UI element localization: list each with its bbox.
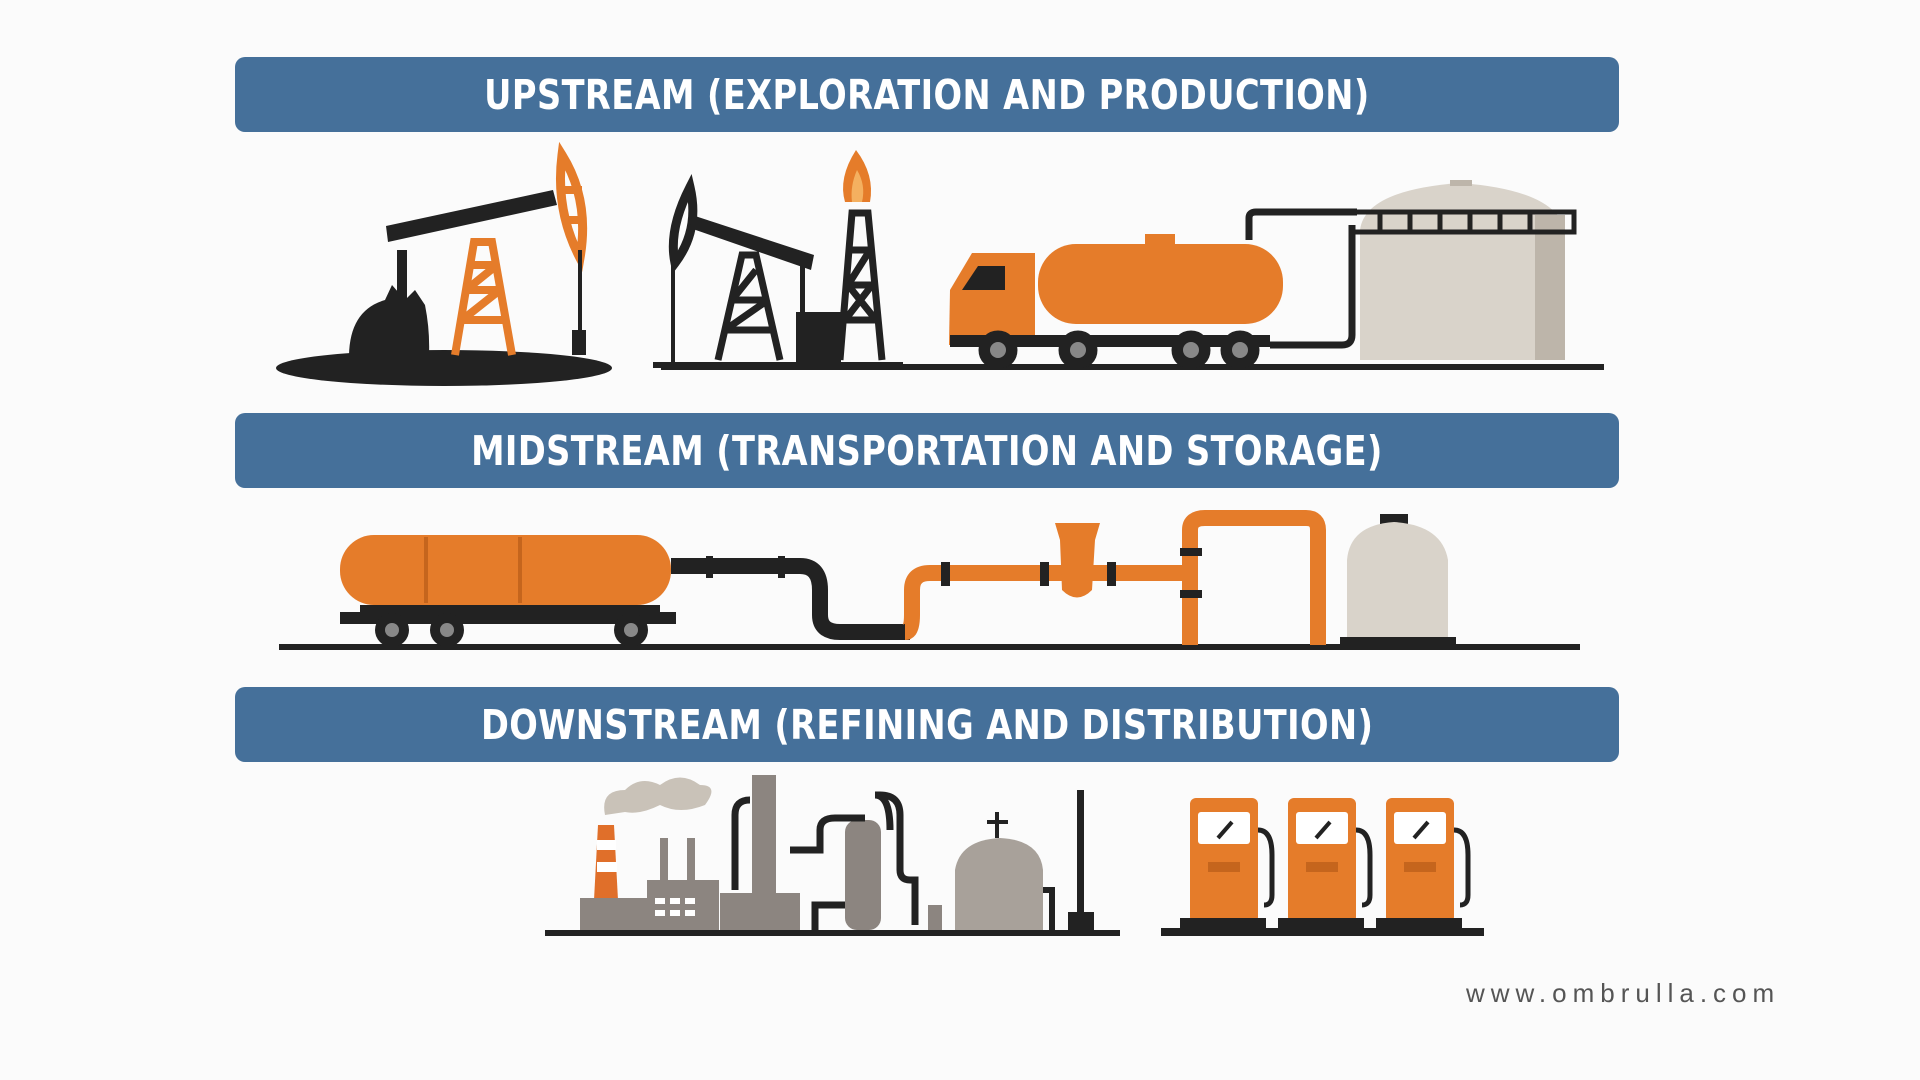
- drilling-rig-icon: [653, 150, 903, 368]
- midstream-ground: [279, 644, 1580, 650]
- refinery-icon: [545, 775, 1120, 936]
- downstream-title: DOWNSTREAM (REFINING AND DISTRIBUTION): [480, 700, 1374, 749]
- storage-tank-icon: [1245, 180, 1577, 360]
- midstream-title: MIDSTREAM (TRANSPORTATION AND STORAGE): [471, 426, 1383, 475]
- website-url: www.ombrulla.com: [1466, 978, 1781, 1008]
- upstream-title: UPSTREAM (EXPLORATION AND PRODUCTION): [484, 70, 1370, 119]
- midstream-banner: MIDSTREAM (TRANSPORTATION AND STORAGE): [235, 413, 1619, 488]
- fuel-pump-icon: [1278, 798, 1373, 930]
- gas-cylinder-tank-icon: [1340, 514, 1456, 647]
- pump-jack-icon: [276, 141, 612, 386]
- rail-tank-car-icon: [340, 535, 676, 647]
- pipeline-icon: [671, 510, 1326, 645]
- fuel-pump-icon: [1376, 798, 1471, 930]
- downstream-banner: DOWNSTREAM (REFINING AND DISTRIBUTION): [235, 687, 1619, 762]
- fuel-pumps-icon: [1161, 798, 1484, 936]
- upstream-banner: UPSTREAM (EXPLORATION AND PRODUCTION): [235, 57, 1619, 132]
- tanker-truck-icon: [661, 234, 1604, 370]
- fuel-pump-icon: [1180, 798, 1275, 930]
